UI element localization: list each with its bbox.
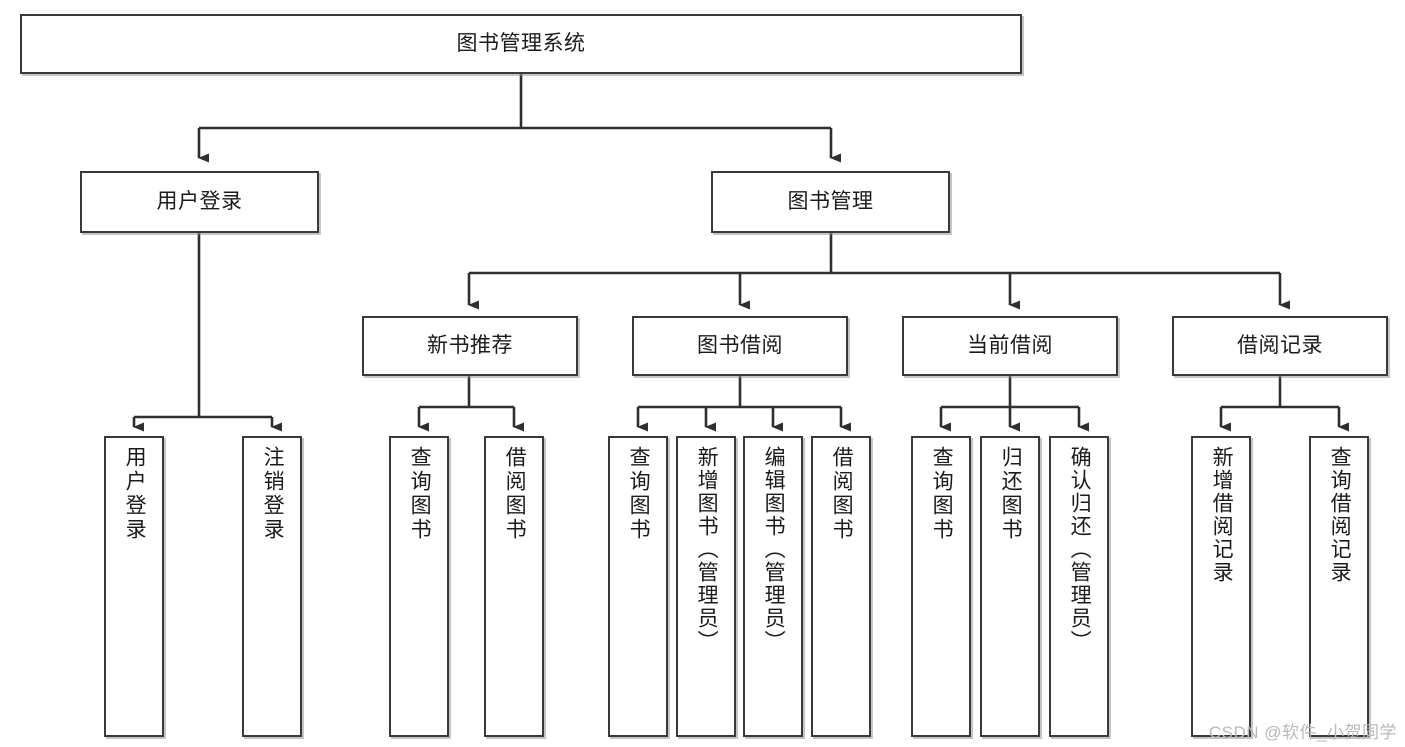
node-book-borrow[interactable]: 图书借阅 [632,316,848,376]
node-leaf-return-book[interactable]: 归还图书 [980,436,1040,737]
node-root-book-management-system[interactable]: 图书管理系统 [20,14,1022,74]
node-label: 图书借阅 [697,333,783,357]
node-label: 当前借阅 [967,333,1053,357]
node-label: 新书推荐 [427,333,513,357]
node-current-borrow[interactable]: 当前借阅 [902,316,1118,376]
node-leaf-confirm-return-admin[interactable]: 确认归还（管理员） [1049,436,1109,737]
node-label: 注销登录 [261,446,285,542]
node-label: 图书管理系统 [456,31,586,55]
node-label: 查询图书 [627,446,651,542]
node-leaf-user-login[interactable]: 用户登录 [104,436,164,737]
node-leaf-query-book-borrow[interactable]: 查询图书 [608,436,668,737]
node-label: 借阅图书 [503,446,527,542]
node-user-login[interactable]: 用户登录 [80,171,319,233]
node-leaf-query-book-current[interactable]: 查询图书 [911,436,971,737]
node-borrow-record[interactable]: 借阅记录 [1172,316,1388,376]
node-label: 用户登录 [156,189,243,213]
node-label: 查询图书 [930,446,954,542]
node-new-book-recommend[interactable]: 新书推荐 [362,316,578,376]
node-label: 确认归还（管理员） [1068,446,1092,653]
node-leaf-borrow-book[interactable]: 借阅图书 [811,436,871,737]
node-label: 借阅记录 [1237,333,1323,357]
node-label: 新增图书（管理员） [695,446,719,653]
node-leaf-add-borrow-record[interactable]: 新增借阅记录 [1191,436,1251,737]
node-label: 归还图书 [999,446,1023,542]
node-leaf-query-book-recommend[interactable]: 查询图书 [389,436,449,737]
node-label: 借阅图书 [830,446,854,542]
watermark-text: CSDN @软件_小贺同学 [1208,723,1397,742]
node-label: 图书管理 [787,189,874,213]
node-leaf-edit-book-admin[interactable]: 编辑图书（管理员） [743,436,803,737]
node-book-manage[interactable]: 图书管理 [711,171,950,233]
node-leaf-add-book-admin[interactable]: 新增图书（管理员） [676,436,736,737]
node-leaf-borrow-book-recommend[interactable]: 借阅图书 [484,436,544,737]
node-leaf-query-borrow-record[interactable]: 查询借阅记录 [1309,436,1369,737]
node-label: 用户登录 [123,446,147,542]
node-label: 新增借阅记录 [1210,446,1234,584]
node-label: 查询图书 [408,446,432,542]
node-label: 编辑图书（管理员） [762,446,786,653]
node-leaf-logout-login[interactable]: 注销登录 [242,436,302,737]
node-label: 查询借阅记录 [1328,446,1352,584]
